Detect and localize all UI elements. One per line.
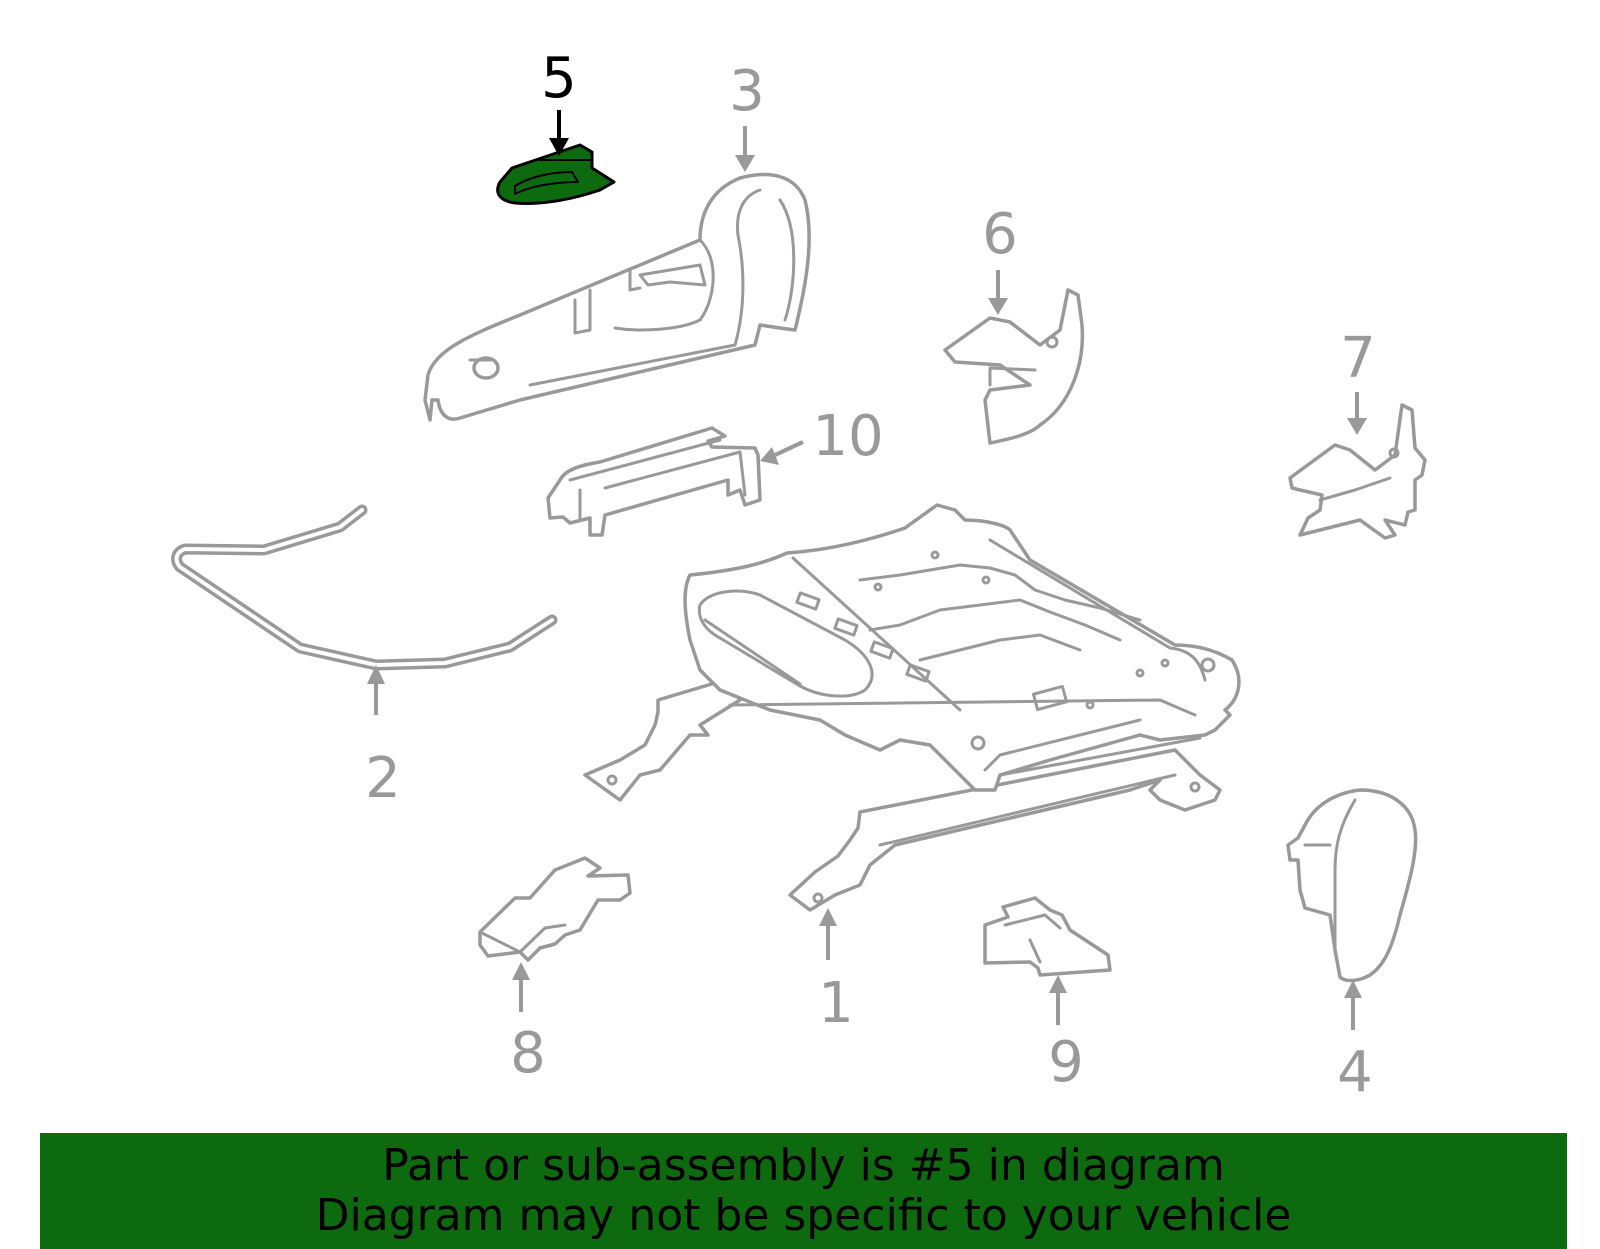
callout-label-8: 8 xyxy=(510,1021,546,1086)
callout-8: 8 xyxy=(510,962,546,1086)
callout-3: 3 xyxy=(729,59,765,172)
callout-label-6: 6 xyxy=(982,202,1018,267)
callout-label-9: 9 xyxy=(1048,1030,1084,1095)
part-7-bracket[interactable] xyxy=(1288,403,1427,540)
callout-1: 1 xyxy=(818,908,854,1036)
callout-label-5: 5 xyxy=(541,46,577,111)
part-1-seat-adjuster[interactable] xyxy=(583,503,1241,912)
callout-4: 4 xyxy=(1337,980,1373,1105)
callout-7: 7 xyxy=(1340,326,1376,435)
part-3-side-shield[interactable] xyxy=(423,172,811,422)
callout-6: 6 xyxy=(982,202,1018,315)
part-10-cover[interactable] xyxy=(546,426,762,537)
info-banner: Part or sub-assembly is #5 in diagram Di… xyxy=(40,1133,1567,1249)
callout-label-3: 3 xyxy=(729,59,765,124)
part-6-bracket[interactable] xyxy=(943,288,1085,445)
part-5-highlighted[interactable] xyxy=(496,143,616,205)
part-2-wire[interactable] xyxy=(171,504,558,671)
part-8-bracket[interactable] xyxy=(478,856,632,962)
callout-label-2: 2 xyxy=(365,746,401,811)
callout-label-10: 10 xyxy=(812,404,883,469)
banner-line-disclaimer: Diagram may not be specific to your vehi… xyxy=(315,1190,1292,1241)
part-9-bracket[interactable] xyxy=(983,896,1112,977)
callout-9: 9 xyxy=(1048,975,1084,1095)
callout-label-7: 7 xyxy=(1340,326,1376,391)
part-4-knob-cover[interactable] xyxy=(1286,788,1418,983)
callout-arrow-10 xyxy=(774,440,804,457)
callout-label-1: 1 xyxy=(818,971,854,1036)
callout-5: 5 xyxy=(541,46,577,156)
callout-2: 2 xyxy=(365,665,401,811)
callout-10: 10 xyxy=(760,404,884,469)
callout-label-4: 4 xyxy=(1337,1040,1373,1105)
banner-line-part: Part or sub-assembly is #5 in diagram xyxy=(382,1140,1225,1191)
